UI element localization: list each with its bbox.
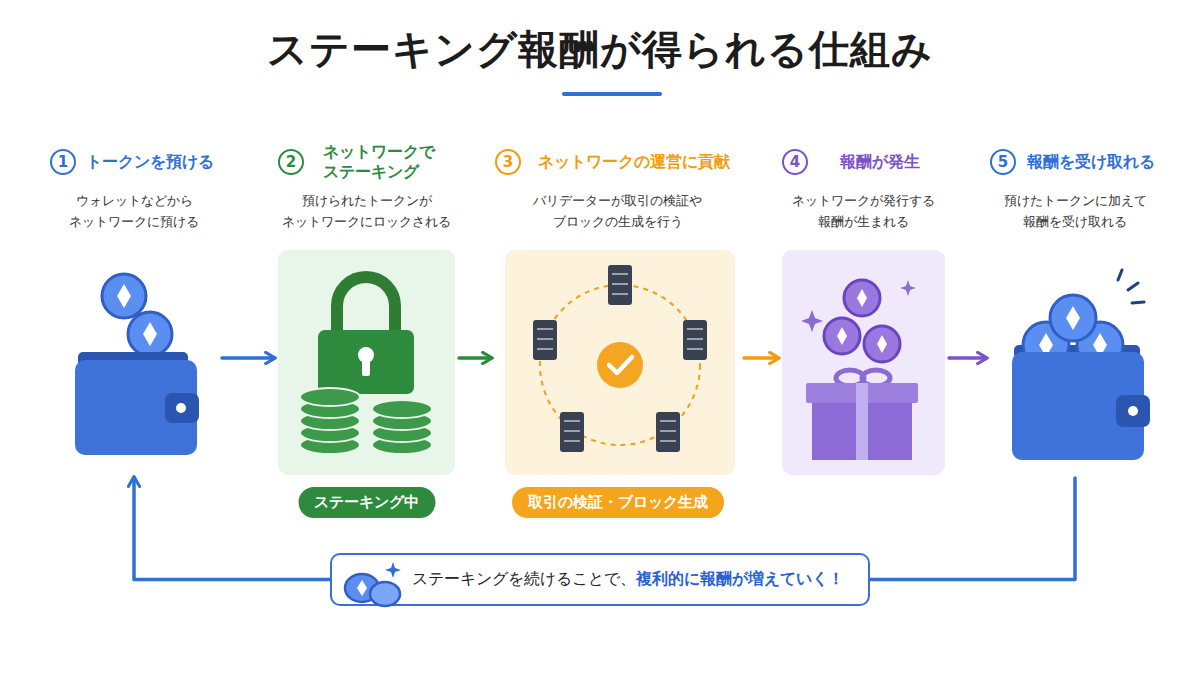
wallet-icon-part	[1118, 270, 1144, 303]
lock-panel-part-part	[372, 400, 432, 418]
wallet-icon-part	[143, 322, 157, 346]
reward-panel-part	[782, 250, 945, 475]
wallet-icon-part	[1066, 306, 1080, 330]
wallet-icon-part	[1116, 395, 1150, 427]
flow-arrow	[949, 356, 986, 360]
reward-panel-part-part	[864, 326, 900, 362]
step-column: 1 トークンを預けるウォレットなどから ネットワークに預ける	[50, 140, 218, 472]
validator-panel-part-part	[537, 348, 553, 350]
reward-panel-part	[837, 289, 887, 353]
validator-panel-part-part	[687, 328, 703, 330]
wallet-icon-part-part	[1128, 283, 1138, 290]
wallet-icon-part-part	[1118, 270, 1122, 280]
loop-text: ステーキングを続けることで、	[412, 569, 636, 588]
reward-panel-part-part	[857, 289, 867, 307]
validator-panel-part-part	[612, 283, 628, 285]
step-heading: 報酬が発生	[840, 152, 946, 172]
step-heading: 報酬を受け取れる	[1027, 152, 1160, 172]
lock-panel-part	[337, 277, 395, 335]
wallet-icon-part	[176, 403, 186, 413]
reward-panel-part-part	[844, 280, 880, 316]
validator-panel-part-part	[660, 420, 676, 422]
wallet-icon-part	[1050, 295, 1096, 341]
reward-panel-part	[801, 280, 916, 332]
validator-panel-part-part	[537, 328, 553, 330]
validator-panel-part	[540, 285, 700, 445]
wallet-icon-part	[165, 393, 199, 423]
wallet-icon-part	[1128, 406, 1138, 416]
validator-panel-part-part	[656, 412, 680, 452]
step-number: 2	[278, 149, 304, 175]
flow-arrow	[222, 356, 274, 360]
validator-panel-part-part	[564, 440, 580, 442]
step-number: 5	[990, 149, 1016, 175]
validator-panel-part-part	[533, 320, 557, 360]
step-heading: トークンを預ける	[86, 152, 218, 172]
step-heading: ネットワークで ステーキング	[323, 142, 443, 182]
wallet-icon-part	[102, 274, 146, 318]
step-column: 2 ネットワークで ステーキング預けられたトークンが ネットワークにロックされるス…	[278, 140, 455, 525]
lock-panel-part	[278, 250, 455, 475]
flow-arrow	[744, 356, 778, 360]
step-column: 4 報酬が発生ネットワークが発行する 報酬が生まれる	[782, 140, 945, 472]
reward-panel	[782, 250, 945, 475]
validator-panel-part	[609, 357, 632, 373]
title: ステーキング報酬が得られる仕組み	[0, 22, 1200, 77]
lock-panel-part-part	[300, 388, 360, 406]
validator-panel	[505, 250, 735, 475]
validator-panel-part-part	[537, 338, 553, 340]
loop-note-box: ステーキングを続けることで、複利的に報酬が増えていく！	[330, 553, 870, 606]
step-description: ネットワークが発行する 報酬が生まれる	[782, 190, 945, 232]
step-number: 3	[495, 149, 521, 175]
lock-panel-part	[318, 330, 414, 394]
wallet-icon	[1012, 270, 1150, 460]
validator-panel-part-part	[612, 293, 628, 295]
step-number: 4	[782, 149, 808, 175]
reward-panel-part	[856, 383, 868, 460]
status-pill: ステーキング中	[298, 487, 435, 518]
step-number: 1	[50, 149, 76, 175]
wallet-icon-part	[75, 360, 197, 455]
status-pill: 取引の検証・ブロック生成	[512, 487, 724, 518]
loop-arrow	[870, 478, 1075, 580]
validator-panel-part	[533, 265, 707, 452]
validator-panel-part-part	[660, 440, 676, 442]
flow-arrow	[459, 356, 491, 360]
validator-panel-part-part	[564, 420, 580, 422]
loop-highlight: 複利的に報酬が増えていく！	[636, 569, 844, 588]
reward-panel-part-part	[837, 327, 847, 345]
validator-panel-part-part	[687, 348, 703, 350]
validator-panel-part-part	[660, 430, 676, 432]
validator-panel-part-part	[560, 412, 584, 452]
validator-panel-part	[537, 274, 703, 441]
validator-panel-part	[505, 250, 735, 475]
reward-panel-part	[824, 280, 900, 362]
step-description: バリデーターが取引の検証や ブロックの生成を行う	[495, 190, 740, 232]
validator-panel-part-part	[687, 338, 703, 340]
step-column: 5 報酬を受け取れる預けたトークンに加えて 報酬を受け取れる	[990, 140, 1160, 472]
wallet-icon-part	[117, 284, 131, 308]
wallet-icon-part	[128, 312, 172, 356]
validator-panel-part-part	[564, 430, 580, 432]
reward-panel-part-part	[801, 310, 823, 332]
step-heading: ネットワークの運営に貢献	[538, 152, 741, 172]
lock-panel	[278, 250, 455, 475]
validator-panel-part-part	[683, 320, 707, 360]
wallet-icon-part-part	[1132, 302, 1144, 303]
step-description: ウォレットなどから ネットワークに預ける	[50, 190, 218, 232]
reward-panel-part-part	[900, 280, 916, 296]
lock-panel-part	[300, 388, 432, 454]
reward-panel-part-part	[877, 335, 887, 353]
step-description: 預けられたトークンが ネットワークにロックされる	[278, 190, 455, 232]
lock-panel-part	[362, 358, 370, 376]
title-underline	[562, 92, 662, 96]
validator-panel-part-part	[612, 273, 628, 275]
validator-panel-part-part	[608, 265, 632, 305]
step-column: 3 ネットワークの運営に貢献バリデーターが取引の検証や ブロックの生成を行う取引の…	[495, 140, 740, 525]
step-description: 預けたトークンに加えて 報酬を受け取れる	[990, 190, 1160, 232]
validator-panel-part	[597, 342, 643, 388]
wallet-icon	[75, 274, 199, 455]
reward-panel-part-part	[824, 318, 860, 354]
